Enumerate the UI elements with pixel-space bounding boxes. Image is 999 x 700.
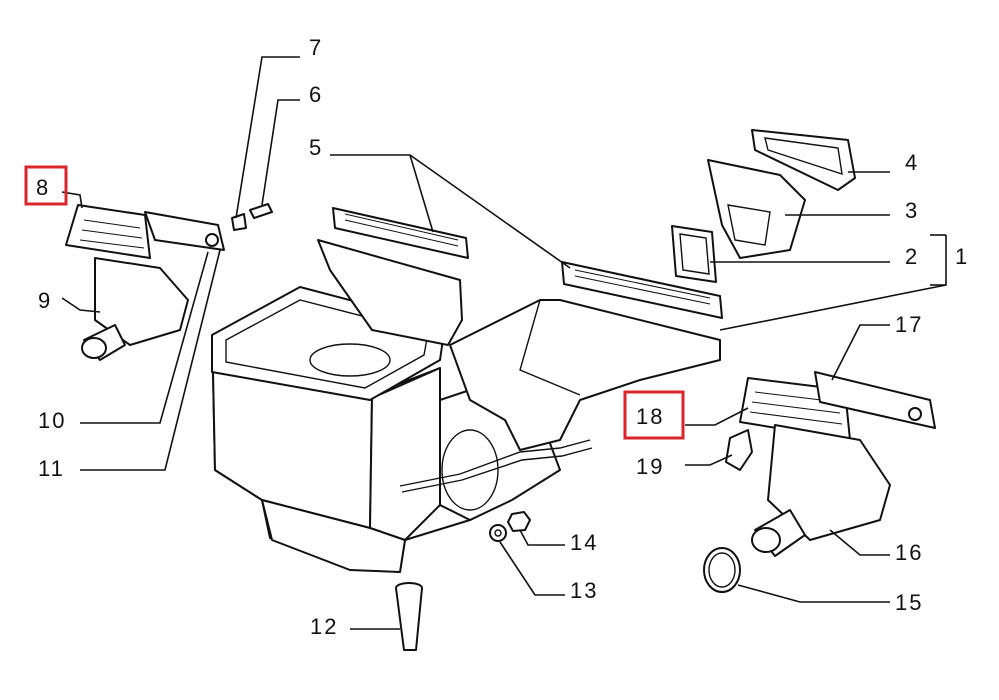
- clip-19: [725, 429, 753, 471]
- highlight-box-8: [24, 165, 68, 206]
- callout-7: 7: [309, 35, 323, 60]
- distribution-duct: [449, 299, 721, 451]
- leader-14: [519, 529, 565, 546]
- callout-13: 13: [570, 578, 598, 603]
- callout-10: 10: [38, 408, 66, 433]
- callout-19: 19: [636, 454, 664, 479]
- flap-housing-17: [814, 371, 936, 429]
- callout-9: 9: [38, 288, 52, 313]
- duct-3: [707, 159, 806, 259]
- coolant-pipe-lower: [401, 447, 593, 493]
- part-5-strips: [332, 207, 723, 319]
- flap-8-slots: [79, 219, 145, 249]
- nuts-13-14: [489, 511, 531, 542]
- callout-5: 5: [309, 135, 323, 160]
- part-16-19-right-vent: [725, 371, 936, 557]
- callout-6: 6: [309, 82, 323, 107]
- blower-outlet: [441, 429, 499, 511]
- leader-18: [685, 407, 749, 426]
- callout-1: 1: [955, 244, 969, 269]
- housing-top-opening: [309, 343, 391, 377]
- screw-6: [249, 203, 273, 219]
- gasket-4-inner: [764, 137, 843, 176]
- callout-2: 2: [905, 244, 919, 269]
- callout-11: 11: [38, 456, 65, 481]
- leader-17: [831, 324, 890, 381]
- flap-pivot: [205, 233, 219, 247]
- duct-ridge: [519, 299, 581, 396]
- callout-3: 3: [905, 198, 919, 223]
- leader-7: [235, 56, 300, 219]
- flap-17-pivot: [908, 407, 922, 421]
- leader-lines: [61, 56, 947, 630]
- callout-16: 16: [895, 540, 923, 565]
- highlight-box-18: [623, 390, 685, 440]
- drain-body: [395, 587, 423, 651]
- callout-15: 15: [895, 590, 923, 615]
- callout-12: 12: [310, 614, 338, 639]
- screws-6-7: [231, 203, 273, 231]
- leader-5b: [409, 154, 571, 269]
- nozzle-16-opening: [751, 527, 781, 553]
- washer-13-hole: [494, 529, 502, 537]
- leader-19: [685, 454, 733, 466]
- housing-top-gasket-inner: [225, 299, 429, 389]
- leader-13: [499, 541, 565, 596]
- nozzle-9-opening: [81, 337, 107, 359]
- leader-11: [80, 249, 221, 471]
- part-2-3-4-vent: [671, 129, 856, 283]
- duct-upright: [317, 239, 463, 346]
- leader-6: [261, 99, 300, 206]
- housing-side-face: [369, 367, 441, 541]
- flap-housing-11: [144, 211, 225, 251]
- leader-10: [80, 251, 209, 424]
- flap-8: [65, 204, 151, 259]
- callout-labels: 1 2 3 4 5 6 7 8 9 10 11 12 13 14 15 16 1…: [36, 35, 969, 639]
- callout-4: 4: [905, 150, 919, 175]
- o-ring-15: [703, 547, 741, 593]
- callout-14: 14: [570, 530, 598, 555]
- strip-5-right-hatch: [574, 269, 711, 305]
- callout-8: 8: [36, 175, 50, 200]
- nut-14: [507, 511, 531, 532]
- gasket-4: [751, 129, 856, 191]
- frame-2-inner: [679, 233, 710, 275]
- part-8-vent-flap: [65, 204, 225, 259]
- leader-15: [737, 584, 890, 603]
- coolant-pipe: [399, 439, 591, 487]
- leader-8: [61, 191, 83, 209]
- callout-18: 18: [636, 404, 664, 429]
- o-ring-15-inner: [708, 552, 736, 588]
- strip-5-left-hatch: [344, 213, 459, 247]
- callout-17: 17: [895, 312, 923, 337]
- nozzle-9-body: [94, 257, 189, 346]
- nozzle-16-body: [767, 424, 891, 541]
- housing-bottom-cup: [261, 499, 406, 573]
- part-12-drain: [395, 582, 423, 651]
- part-9-nozzle: [81, 257, 189, 361]
- heater-housing: [211, 239, 721, 573]
- clip-7: [231, 213, 247, 231]
- duct-3-mouth: [727, 204, 771, 246]
- washer-13: [489, 524, 507, 542]
- leader-9: [61, 297, 101, 313]
- leader-16: [829, 529, 890, 556]
